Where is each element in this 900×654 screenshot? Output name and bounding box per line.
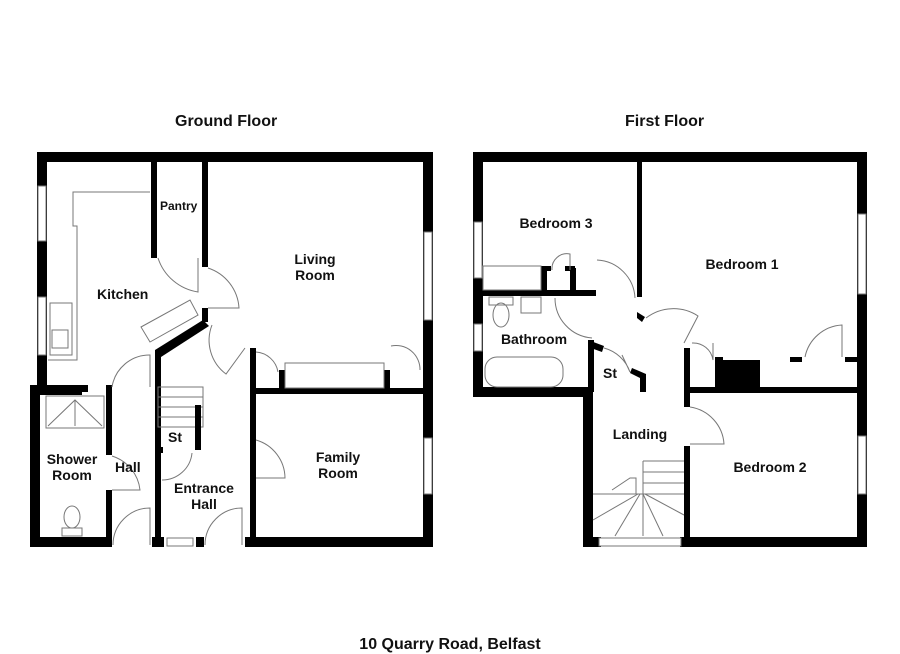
- bathroom-label: Bathroom: [501, 331, 567, 347]
- shower-room-label-line2: Room: [52, 467, 92, 483]
- first-floor-title: First Floor: [625, 113, 705, 130]
- window: [473, 323, 483, 352]
- ground-floor-plan: [30, 152, 433, 547]
- property-address-caption: 10 Quarry Road, Belfast: [359, 636, 541, 653]
- hall-label: Hall: [115, 459, 141, 475]
- window: [598, 537, 682, 547]
- living-room-label-line2: Room: [295, 267, 335, 283]
- window: [857, 435, 867, 495]
- ground-floor-title: Ground Floor: [175, 113, 278, 130]
- living-room-label-line1: Living: [294, 251, 335, 267]
- bedroom3-label: Bedroom 3: [519, 215, 592, 231]
- window: [423, 437, 433, 495]
- bedroom2-label: Bedroom 2: [733, 459, 806, 475]
- window: [37, 296, 47, 356]
- window: [857, 213, 867, 295]
- bath-icon: [484, 356, 564, 388]
- sink-icon: [49, 302, 73, 356]
- toilet-icon: [492, 302, 510, 328]
- ground-store-label: St: [168, 429, 182, 445]
- cupboard: [284, 362, 385, 389]
- first-floor-plan: [473, 152, 867, 547]
- entrance-hall-label-line2: Hall: [191, 496, 217, 512]
- pantry-label: Pantry: [160, 199, 198, 213]
- family-room-label-line1: Family: [316, 449, 361, 465]
- landing-label: Landing: [613, 426, 667, 442]
- window: [37, 185, 47, 242]
- shower-tray: [45, 395, 105, 429]
- entrance-hall-label-line1: Entrance: [174, 480, 234, 496]
- window: [423, 231, 433, 321]
- window: [473, 221, 483, 279]
- shower-room-label-line1: Shower: [47, 451, 98, 467]
- family-room-label-line2: Room: [318, 465, 358, 481]
- bedroom1-label: Bedroom 1: [705, 256, 778, 272]
- toilet-icon: [63, 505, 81, 529]
- window: [166, 537, 194, 547]
- kitchen-label: Kitchen: [97, 286, 148, 302]
- first-store-label: St: [603, 365, 617, 381]
- basin-icon: [520, 296, 542, 314]
- staircase: [592, 460, 685, 537]
